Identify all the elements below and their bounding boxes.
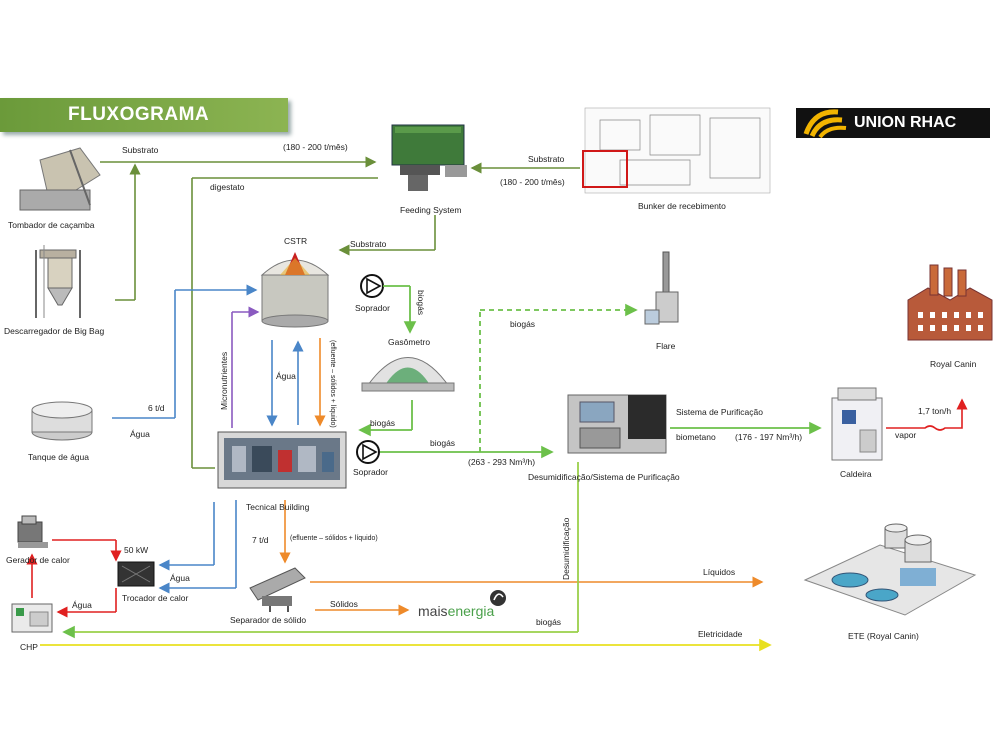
bigbag-icon: [35, 245, 81, 318]
node-gerador: Gerador de calor: [6, 555, 70, 565]
flow-efluente-separador: (efluente – sólidos + líquido): [290, 535, 378, 542]
tecnical-building-icon: [217, 431, 347, 489]
desumidificacao-unit-icon: [567, 394, 667, 454]
trocador-icon: [117, 561, 155, 587]
node-soprador1: Soprador: [355, 303, 390, 313]
flow-vapor: vapor: [895, 430, 917, 440]
flow-digestato: digestato: [210, 182, 245, 192]
flow-solidos: Sólidos: [330, 599, 358, 609]
node-caldeira: Caldeira: [840, 469, 872, 479]
flow-micronutrientes: Micronutrientes: [219, 351, 229, 410]
node-feeding: Feeding System: [400, 205, 462, 215]
flow-agua-trocador: Água: [170, 573, 190, 583]
water-tank-icon: [31, 401, 93, 441]
flow-50kw: 50 kW: [124, 545, 149, 555]
flow-biogas-vertical: biogás: [416, 290, 426, 316]
flow-agua-6td: 6 t/d: [148, 403, 165, 413]
mais-text: mais: [418, 603, 448, 619]
flow-substrato-cstr: Substrato: [350, 239, 387, 249]
substrato-lines: [100, 156, 580, 469]
gasometro-icon: [361, 357, 455, 392]
logo-text: UNION RHAC: [854, 114, 957, 131]
flow-ton-h: 1,7 ton/h: [918, 406, 952, 416]
node-gasometro: Gasômetro: [388, 337, 431, 347]
micronutrientes-line: [231, 306, 260, 428]
flow-biogas-bottom: biogás: [536, 617, 562, 627]
flow-rate-biogas: (263 - 293 Nm³/h): [468, 457, 536, 467]
efluente-lines: [279, 338, 764, 616]
flow-rate-7td: 7 t/d: [252, 535, 269, 545]
biogas-lines: [358, 285, 822, 459]
node-desum: Desumidificação/Sistema de Purificação: [528, 472, 680, 482]
node-chp: CHP: [20, 642, 38, 652]
flow-rate-top: (180 - 200 t/mês): [283, 142, 348, 152]
flow-efluente-cstr: (efluente – sólidos + líquido): [329, 340, 336, 428]
tombador-icon: [19, 147, 101, 211]
node-bunker: Bunker de recebimento: [638, 201, 726, 211]
flow-rate-biometano: (176 - 197 Nm³/h): [735, 432, 803, 442]
node-royal: Royal Canin: [930, 359, 977, 369]
title-banner: FLUXOGRAMA: [0, 98, 288, 132]
flow-substrato-bunker: Substrato: [528, 154, 565, 164]
node-cstr: CSTR: [284, 236, 308, 246]
node-ete: ETE (Royal Canin): [848, 631, 919, 641]
separador-icon: [249, 567, 306, 612]
ete-plant-icon: [803, 523, 977, 616]
cstr-digester-icon: [260, 252, 330, 328]
node-bigbag: Descarregador de Big Bag: [4, 326, 105, 336]
flow-eletricidade: Eletricidade: [698, 629, 743, 639]
flare-icon: [644, 251, 679, 325]
biogas-chp-line: [62, 462, 579, 639]
flow-biogas-flare: biogás: [510, 319, 536, 329]
node-tanque: Tanque de água: [28, 452, 89, 462]
node-soprador2: Soprador: [353, 467, 388, 477]
feeding-system-icon: [391, 124, 467, 191]
flow-biometano: biometano: [676, 432, 716, 442]
flow-biogas-gasometro: biogás: [370, 418, 396, 428]
caldeira-icon: [831, 387, 883, 461]
flow-rate-bunker: (180 - 200 t/mês): [500, 177, 565, 187]
flow-agua-chp: Água: [72, 600, 92, 610]
agua-lines: [112, 284, 304, 594]
flow-biogas-tb: biogás: [430, 438, 456, 448]
mais-energia-logo: maisenergia: [418, 603, 494, 619]
soprador-1-icon: [360, 274, 384, 298]
mais-energia-icon: [490, 590, 506, 606]
soprador-2-icon: [356, 440, 380, 464]
node-tecnical: Tecnical Building: [246, 502, 310, 512]
royal-canin-factory-icon: [907, 264, 993, 341]
biogas-flare-line: [479, 303, 638, 452]
node-tombador: Tombador de caçamba: [8, 220, 95, 230]
logo-swirl-icon: [803, 109, 847, 138]
node-flare: Flare: [656, 341, 676, 351]
energia-text: energia: [447, 603, 495, 619]
flow-liquidos: Líquidos: [703, 567, 736, 577]
flow-substrato-top: Substrato: [122, 145, 159, 155]
node-trocador: Trocador de calor: [122, 593, 189, 603]
gerador-icon: [17, 515, 48, 548]
flow-sist-purificacao: Sistema de Purificação: [676, 407, 763, 417]
company-logo: UNION RHAC: [796, 108, 990, 138]
chp-icon: [11, 603, 53, 633]
calor-lines: [26, 398, 968, 618]
page-title: FLUXOGRAMA: [68, 104, 210, 125]
bunker-drawing-icon: [582, 107, 771, 194]
flow-agua-mid: Água: [276, 371, 296, 381]
node-separador: Separador de sólido: [230, 615, 307, 625]
flow-agua-tanque: Água: [130, 429, 150, 439]
flow-desumidificacao: Desumidificação: [561, 517, 571, 580]
